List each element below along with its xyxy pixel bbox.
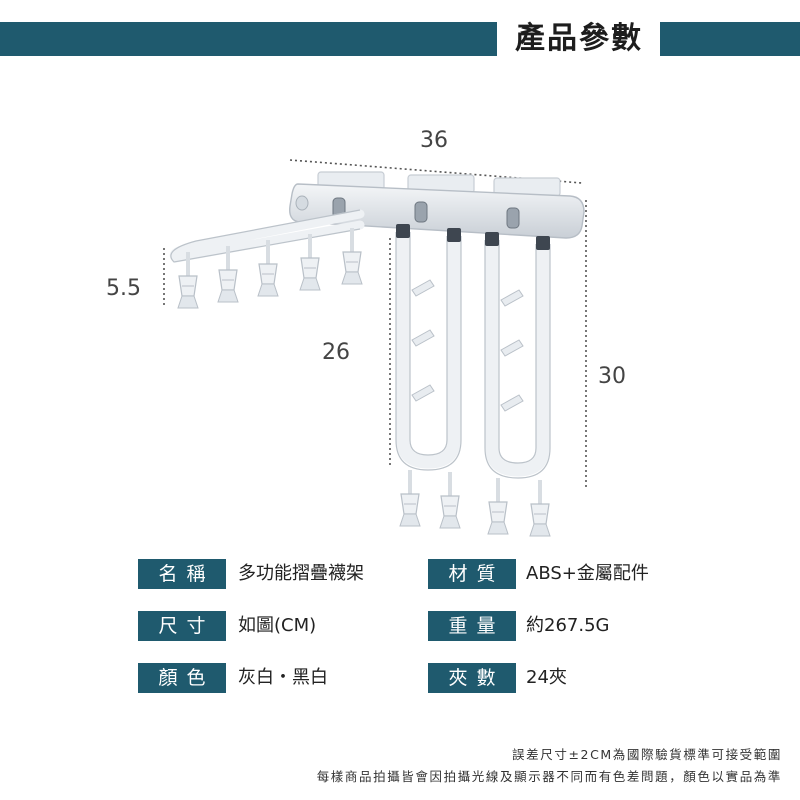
header-band-left (0, 22, 497, 56)
spec-value-color: 灰白・黑白 (238, 667, 328, 688)
spec-value-name: 多功能摺疊襪架 (238, 563, 364, 584)
bar-knobs (332, 197, 520, 229)
dimension-arm: 26 (322, 340, 350, 365)
dimension-width: 36 (420, 128, 448, 153)
rod-arm (169, 209, 365, 263)
spec-label-material: 材質 (428, 559, 516, 589)
footnote-tolerance: 誤差尺寸±2CM為國際驗貨標準可接受範圍 (512, 747, 782, 762)
product-illustration (163, 159, 587, 537)
hanger-left (395, 224, 462, 529)
dimension-lines (163, 159, 587, 488)
spec-value-size: 如圖(CM) (238, 615, 317, 636)
spec-label-color: 顏色 (138, 663, 226, 693)
spec-label-weight: 重量 (428, 611, 516, 641)
spec-label-name: 名稱 (138, 559, 226, 589)
dimension-height: 30 (598, 364, 626, 389)
spec-value-clips: 24夾 (526, 667, 567, 688)
footnote-color-disclaimer: 每樣商品拍攝皆會因拍攝光線及顯示器不同而有色差問題，顏色以實品為準 (316, 769, 782, 784)
spec-value-weight: 約267.5G (526, 615, 610, 636)
spec-value-material: ABS+金屬配件 (526, 563, 649, 584)
spec-label-size: 尺寸 (138, 611, 226, 641)
hanger-right (484, 232, 551, 537)
spec-label-clips: 夾數 (428, 663, 516, 693)
dimension-rod: 5.5 (106, 276, 141, 301)
header-band-right (660, 22, 800, 56)
page-title: 產品參數 (515, 21, 643, 56)
